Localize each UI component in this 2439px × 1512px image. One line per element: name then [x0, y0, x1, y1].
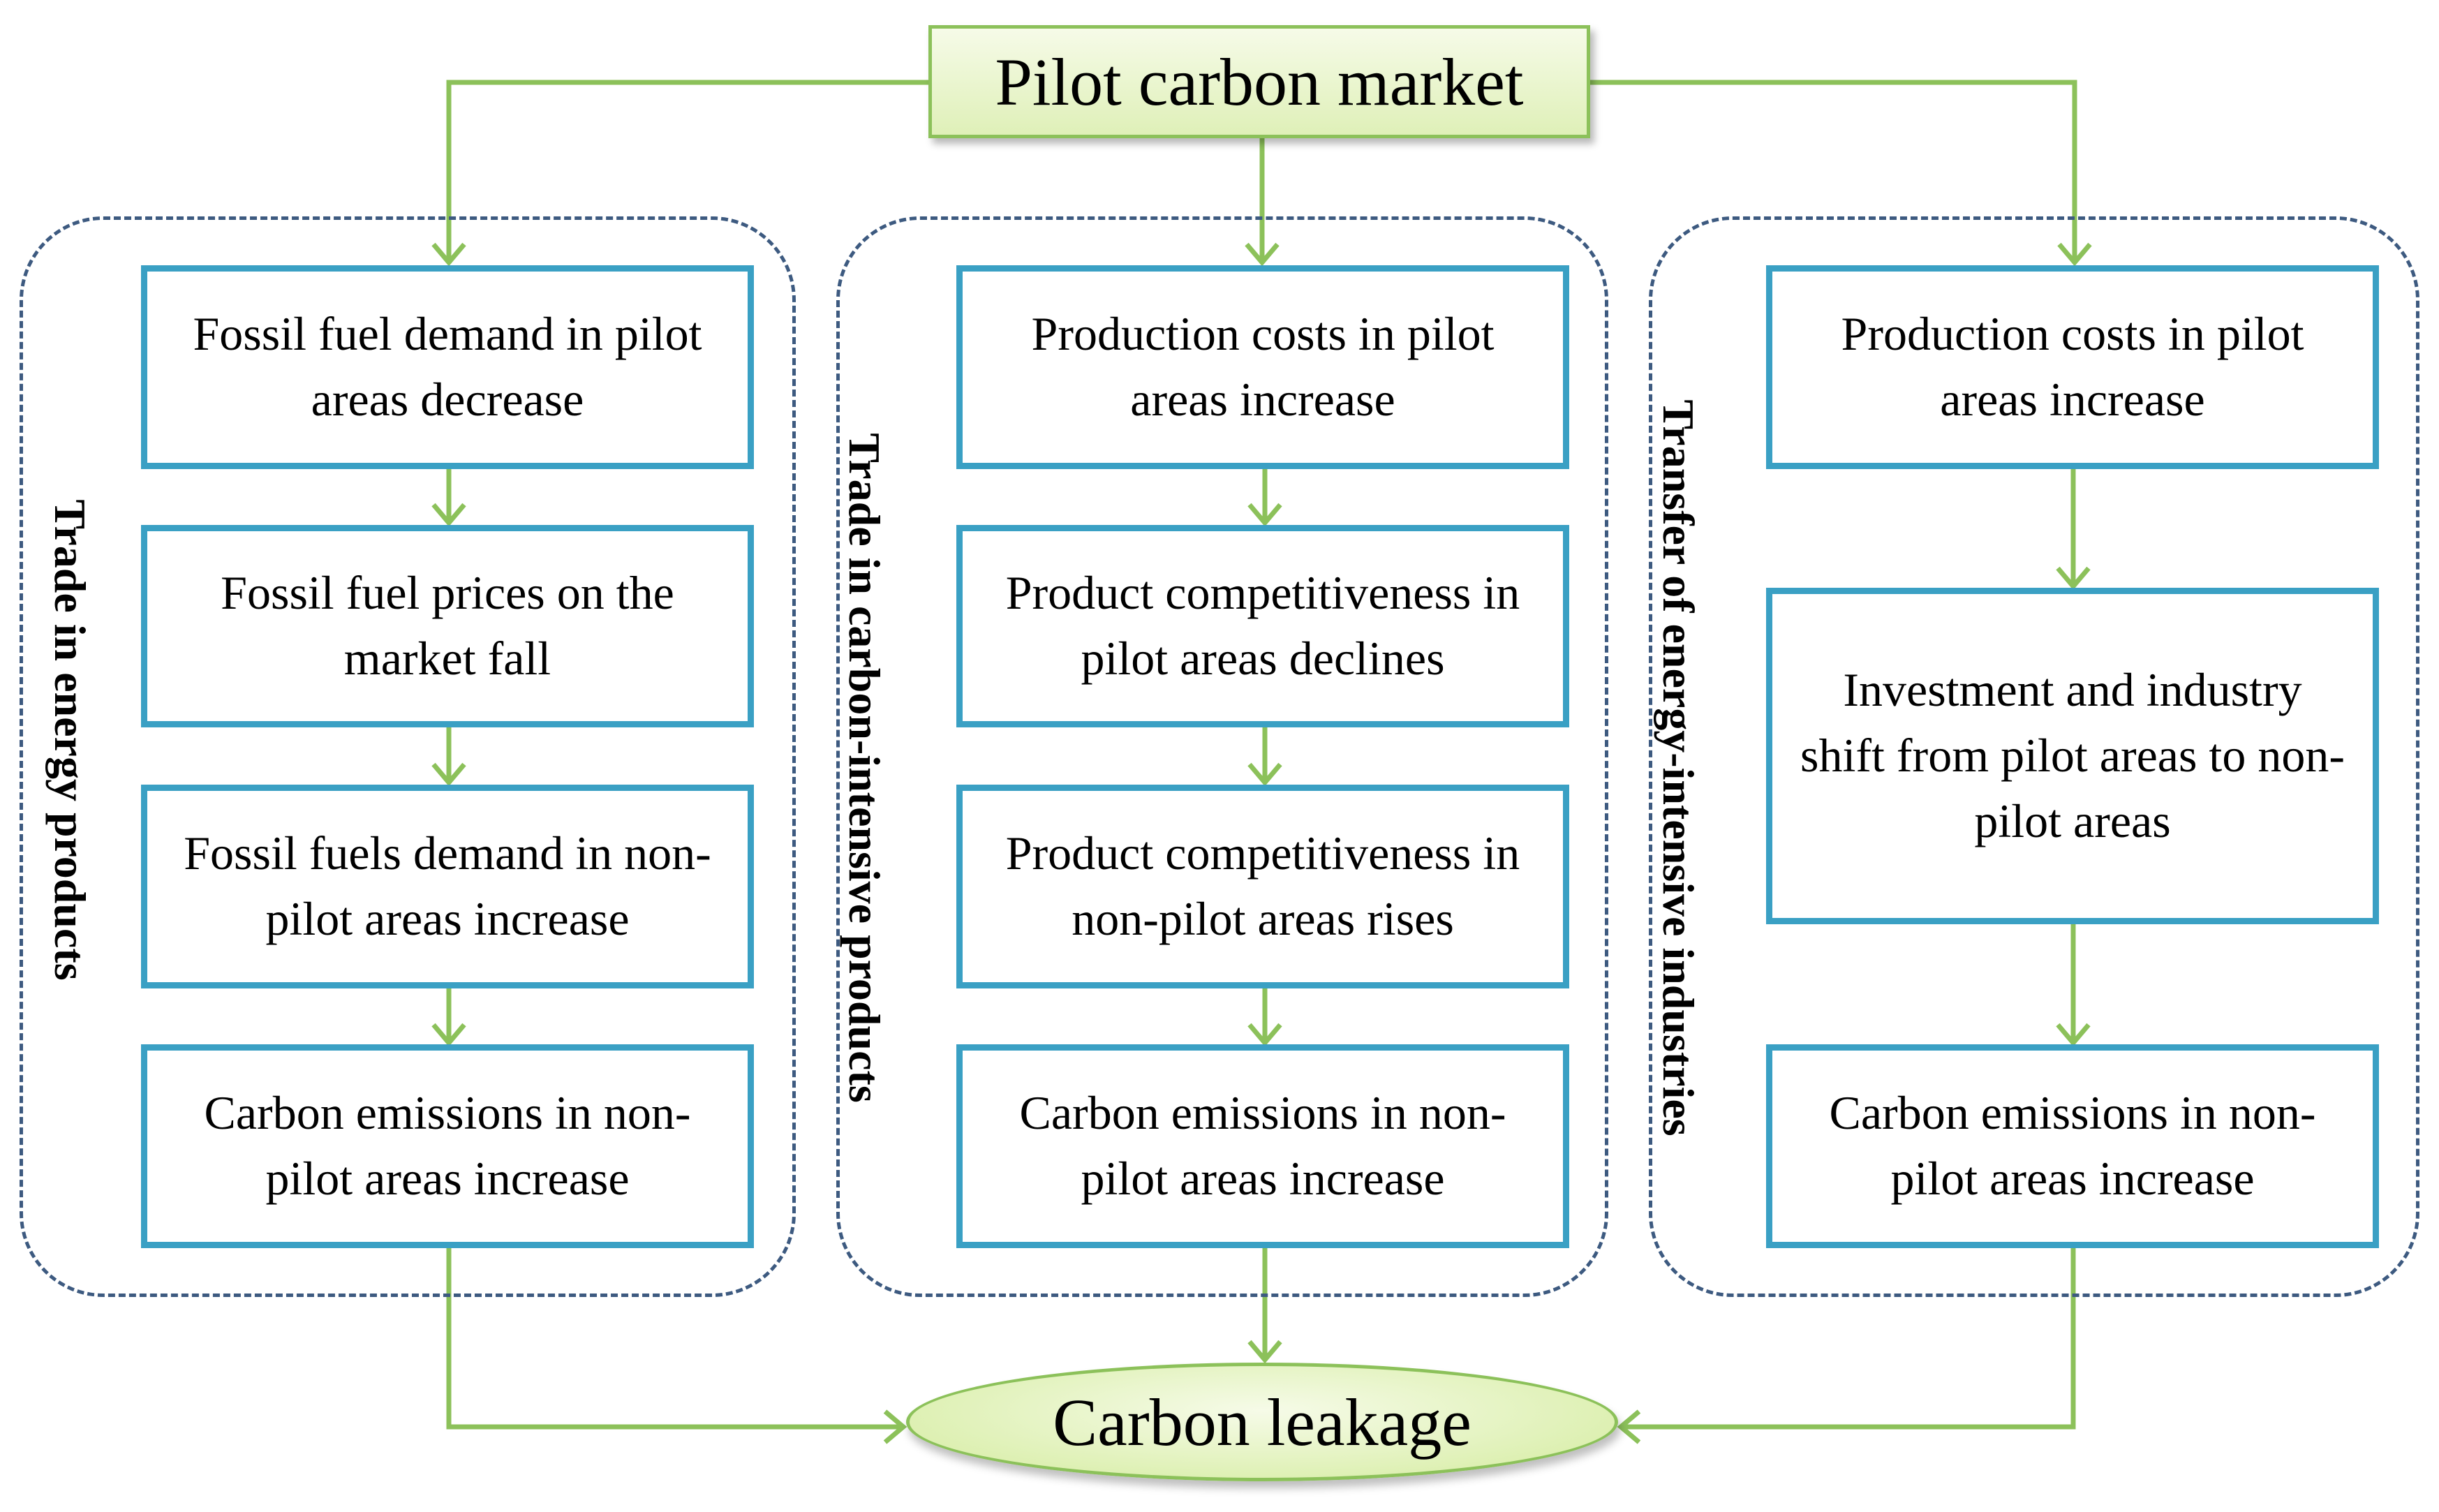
flow-box: Carbon emissions in non-pilot areas incr…	[1766, 1044, 2379, 1248]
arrowhead	[1247, 762, 1282, 787]
group-energy-intensive-industries	[1649, 216, 2419, 1297]
flow-box: Fossil fuels demand in non-pilot areas i…	[141, 785, 754, 988]
arrowhead	[431, 1023, 466, 1047]
pilot-carbon-market-node: Pilot carbon market	[928, 25, 1590, 138]
arrowhead	[1245, 242, 1280, 267]
flow-box: Carbon emissions in non-pilot areas incr…	[956, 1044, 1569, 1248]
arrow-col1-to-leakage	[446, 1246, 900, 1430]
carbon-leakage-node: Carbon leakage	[906, 1363, 1618, 1481]
group-energy-products	[20, 216, 796, 1297]
flow-box: Production costs in pilot areas increase	[1766, 265, 2379, 469]
arrowhead	[1247, 1340, 1282, 1364]
arrowhead	[1247, 503, 1282, 527]
arrowhead	[883, 1409, 907, 1444]
arrowhead	[431, 762, 466, 787]
arrow-top-to-col3	[1590, 80, 2077, 260]
arrowhead	[2056, 1023, 2091, 1047]
flow-box: Investment and industry shift from pilot…	[1766, 588, 2379, 924]
arrow-col3-to-leakage	[1624, 1246, 2076, 1430]
flow-box: Product competitiveness in non-pilot are…	[956, 785, 1569, 988]
flow-box: Production costs in pilot areas increase	[956, 265, 1569, 469]
flow-box: Fossil fuel prices on the market fall	[141, 525, 754, 727]
flow-box: Product competitiveness in pilot areas d…	[956, 525, 1569, 727]
group-carbon-intensive-products	[836, 216, 1608, 1297]
arrow-top-to-col1	[446, 80, 928, 260]
arrowhead	[2056, 566, 2091, 591]
flow-box: Fossil fuel demand in pilot areas decrea…	[141, 265, 754, 469]
arrowhead	[1247, 1023, 1282, 1047]
arrowhead	[1617, 1409, 1641, 1444]
arrowhead	[431, 503, 466, 527]
flow-box: Carbon emissions in non-pilot areas incr…	[141, 1044, 754, 1248]
arrowhead	[431, 242, 466, 267]
arrowhead	[2057, 242, 2092, 267]
